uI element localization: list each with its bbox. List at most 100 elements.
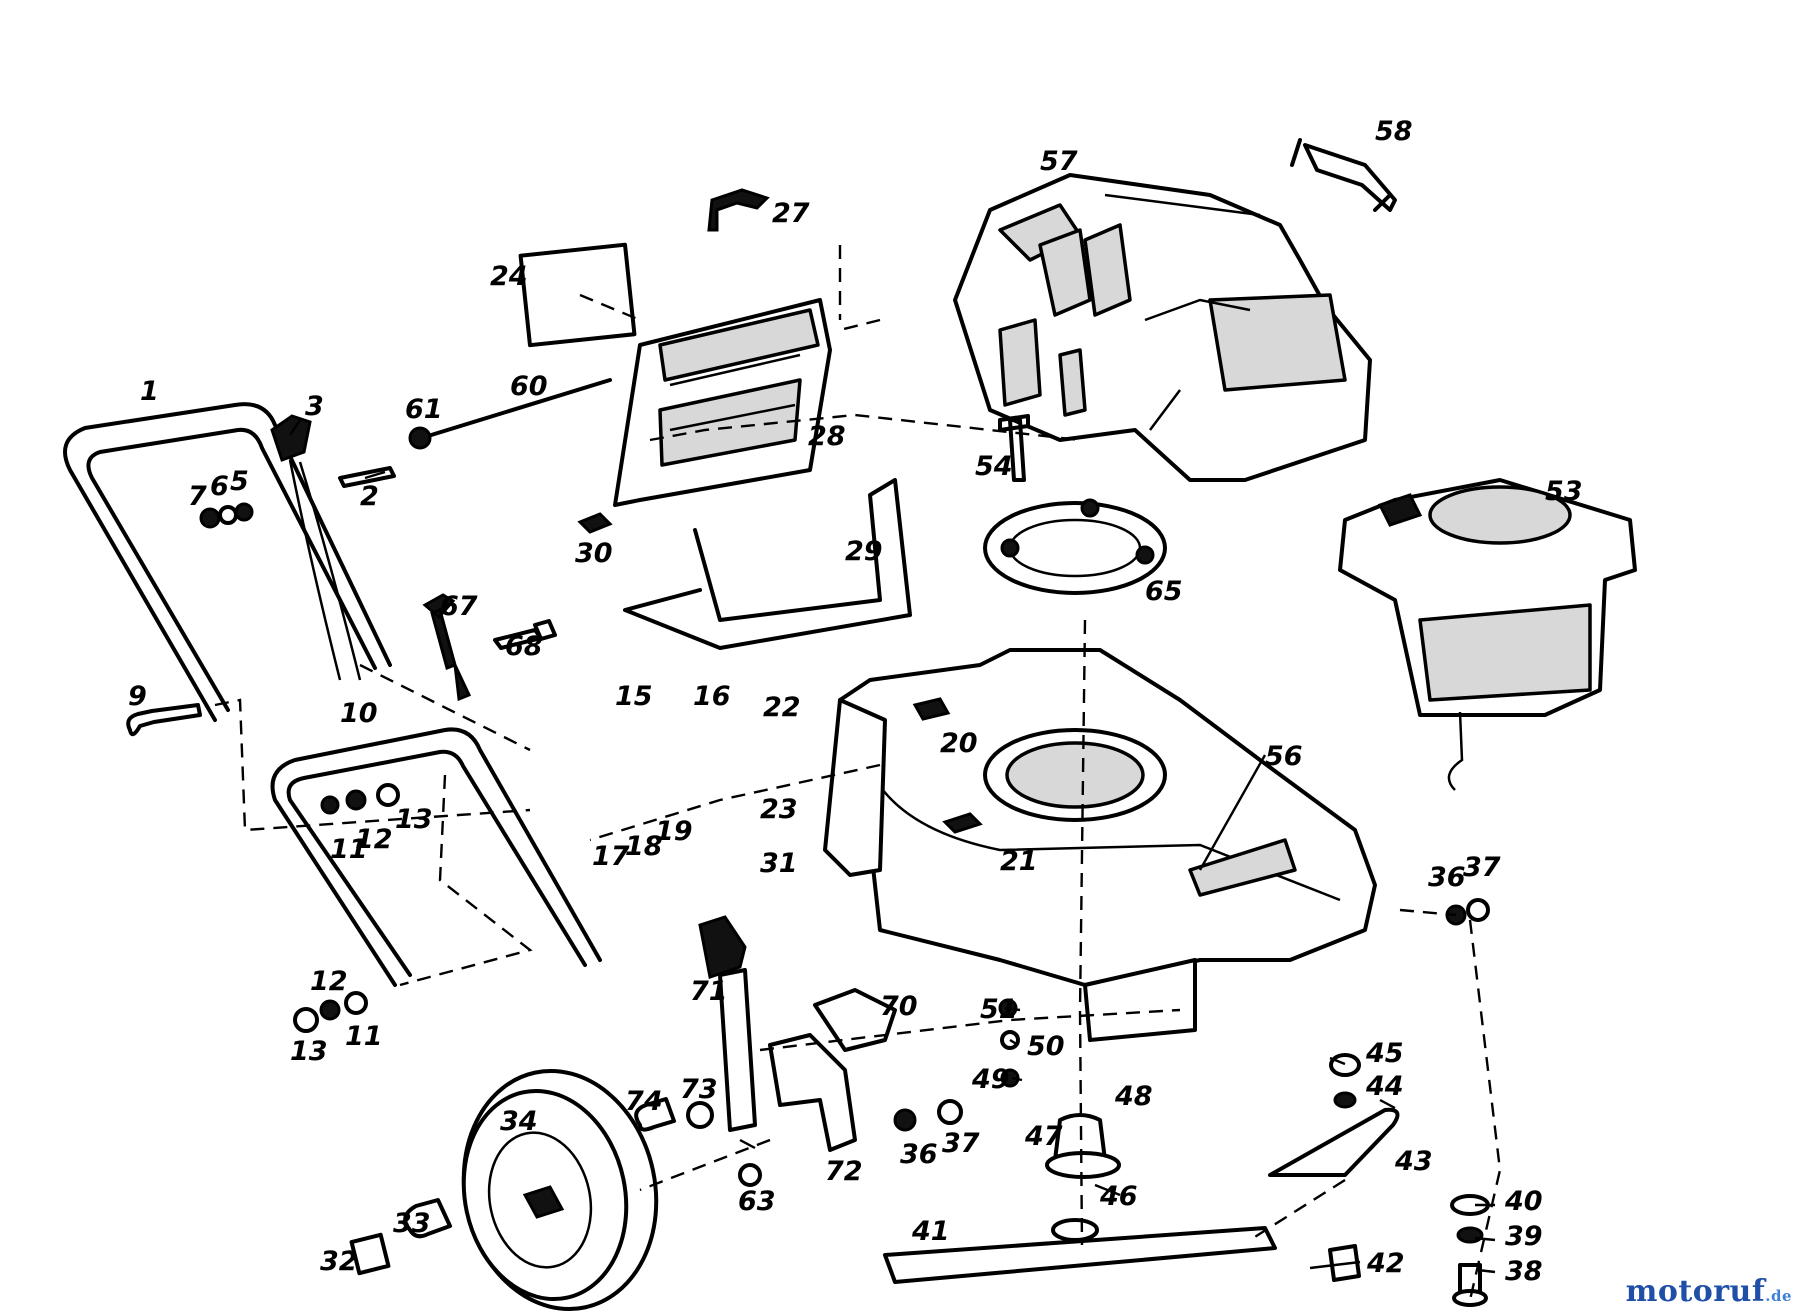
mulch-plate-56 [1188,838,1297,897]
label-67: 67 [440,591,478,622]
label-10: 10 [340,698,378,729]
label-28: 28 [808,421,846,452]
label-13b: 13 [290,1036,328,1067]
label-17: 17 [592,841,630,872]
label-23: 23 [760,794,798,825]
label-34: 34 [500,1106,538,1137]
label-58: 58 [1375,116,1413,147]
label-12b: 12 [310,966,348,997]
label-21: 21 [1000,846,1038,877]
deck-side-bracket [823,698,887,877]
label-31: 31 [760,848,798,879]
cap-32 [349,1232,391,1276]
rod-60 [413,378,612,442]
label-2: 2 [360,481,379,512]
upper-handle [63,402,392,722]
label-3: 3 [305,391,324,422]
handle-guide-c [399,774,533,987]
spring-27 [707,188,770,232]
catcher-handle-58 [1290,138,1397,212]
washer-46 [1051,1218,1099,1242]
blade-bolt-stack [1450,1194,1490,1307]
blade-adapter-47 [1045,1113,1121,1179]
label-61: 61 [405,394,443,425]
label-11b: 11 [345,1021,383,1052]
label-37b: 37 [1463,852,1501,883]
label-30: 30 [575,538,613,569]
label-plate-24 [518,242,637,348]
label-45: 45 [1365,1038,1404,1069]
label-68: 68 [505,631,543,662]
wheel-34 [461,1068,659,1312]
label-1: 1 [140,376,159,407]
label-43: 43 [1394,1146,1433,1177]
label-20: 20 [940,728,978,759]
rear-flap-28 [613,298,832,507]
watermark-word: motoruf [1625,1274,1766,1309]
label-39: 39 [1505,1221,1543,1252]
label-9: 9 [128,681,147,712]
label-54: 54 [975,451,1013,482]
handle-guide-a [214,698,531,832]
label-60: 60 [510,371,548,402]
label-16: 16 [693,681,731,712]
label-51: 51 [980,994,1018,1025]
label-44: 44 [1365,1071,1404,1102]
label-70: 70 [880,991,918,1022]
label-6: 6 [210,471,229,502]
label-7: 7 [188,481,207,512]
site-watermark: motoruf.de [1626,1274,1792,1309]
label-36b: 36 [1428,862,1466,893]
label-38: 38 [1505,1256,1543,1287]
label-27: 27 [772,198,810,229]
handle-guide-b [359,663,531,752]
label-63: 63 [738,1186,776,1217]
label-11a: 11 [330,834,368,865]
flap-frame-29 [623,478,912,650]
label-56: 56 [1265,741,1303,772]
label-22: 22 [763,692,801,723]
motor-mount-65 [983,498,1167,595]
label-74: 74 [625,1086,663,1117]
hubcap-33 [403,1198,452,1239]
engine-53 [1338,478,1637,791]
label-41: 41 [911,1216,950,1247]
label-49: 49 [971,1064,1010,1095]
label-36a: 36 [900,1139,938,1170]
label-12a: 12 [355,824,393,855]
label-42: 42 [1366,1248,1405,1279]
leader-wheel [639,1138,771,1192]
mower-deck [823,648,1377,1042]
label-40: 40 [1504,1186,1543,1217]
label-48: 48 [1114,1081,1153,1112]
bolt-54 [998,414,1030,482]
label-46: 46 [1099,1181,1138,1212]
deck-chute-bracket [1083,958,1197,1042]
leader-27 [838,245,881,332]
label-73: 73 [680,1074,718,1105]
label-33: 33 [393,1208,431,1239]
label-47: 47 [1024,1121,1063,1152]
label-53: 53 [1545,476,1583,507]
leader-24 [579,293,641,322]
bracket-72 [768,1033,857,1152]
label-19: 19 [655,816,693,847]
label-65: 65 [1145,576,1183,607]
lower-handle [270,727,602,987]
blade-43 [1268,1107,1400,1177]
watermark-tld: .de [1765,1287,1792,1305]
label-71: 71 [690,976,728,1007]
leader-43 [1249,1178,1346,1242]
label-32: 32 [320,1246,358,1277]
label-5: 5 [230,466,249,497]
blade-41 [883,1226,1277,1284]
leader-flap [649,413,1081,442]
part-number-labels: 1 2 3 5 6 7 9 10 11 12 13 12 13 11 15 16… [128,116,1583,1287]
label-37a: 37 [942,1128,980,1159]
label-18: 18 [625,831,663,862]
axle-bolt-74 [634,1097,676,1132]
handle-clamp [270,414,312,462]
handle-hardware [126,466,557,1033]
height-lever-71 [698,915,757,1132]
